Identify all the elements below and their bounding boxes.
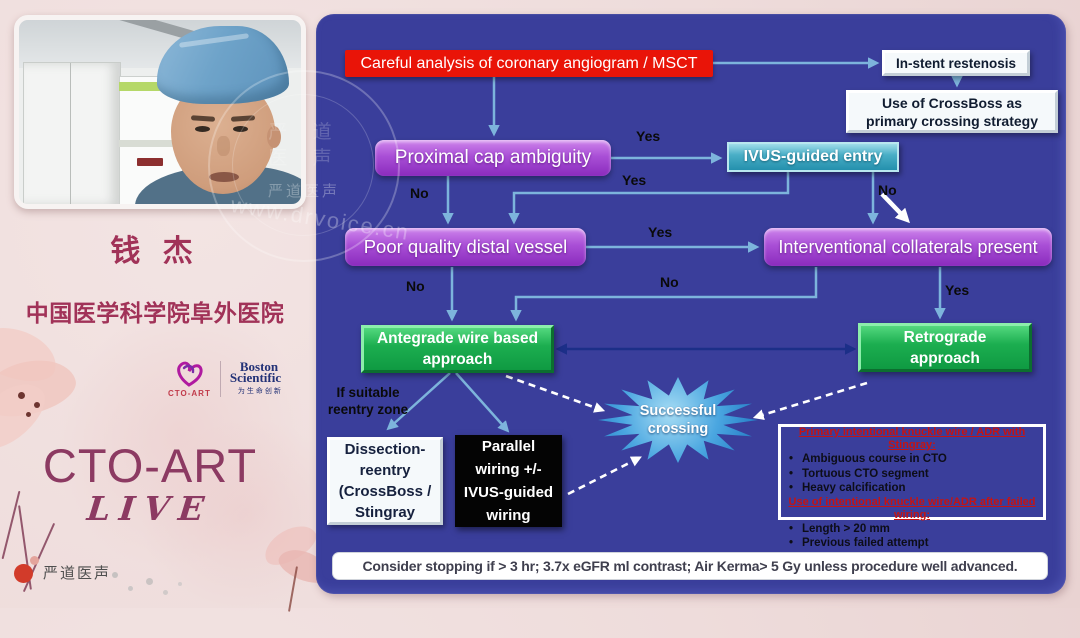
boston-tagline: 为生命创新 [237, 388, 283, 395]
edge-label-yes: Yes [945, 282, 970, 298]
presenter-ear [267, 126, 281, 148]
node-ivus-label: IVUS-guided entry [743, 148, 883, 165]
criteria-item: Tortuous CTO segment [785, 467, 1039, 482]
surgical-cap [157, 26, 289, 104]
footer-note-text: Consider stopping if > 3 hr; 3.7x eGFR m… [362, 558, 1018, 574]
boston-logo-line1: Boston [239, 359, 279, 374]
node-success-label: Successful crossing [639, 403, 717, 437]
criteria-item: Ambiguous course in CTO [785, 452, 1039, 467]
gray-dot [112, 572, 118, 578]
event-title: CTO-ART [42, 439, 258, 492]
node-crossboss-strategy: Use of CrossBoss as primary crossing str… [846, 90, 1058, 133]
criteria-heading-failed-wiring: Use of intentional knuckle wire/ADR afte… [788, 495, 1036, 521]
edge-label-no: No [406, 278, 425, 294]
presenter-affiliation: 中国医学科学院阜外医院 [25, 300, 285, 326]
criteria-box-frame [778, 424, 1046, 520]
flower-stamen [18, 392, 25, 399]
node-retrograde-approach: Retrograde approach [858, 323, 1032, 372]
media-logo-icon-small [30, 556, 39, 565]
presenter-video [14, 15, 306, 209]
presenter-nose [217, 136, 230, 156]
edge-label-no: No [878, 182, 897, 198]
video-cabinet [23, 62, 121, 204]
node-dissection-label: Dissection-reentry (CrossBoss / Stingray [338, 441, 432, 521]
event-subtitle: LIVE [85, 489, 215, 528]
video-device-display [137, 158, 163, 166]
success-starburst [598, 377, 758, 463]
gray-dot [146, 578, 153, 585]
flowchart-panel: Careful analysis of coronary angiogram /… [316, 14, 1066, 594]
node-ivus-guided-entry: IVUS-guided entry [727, 142, 899, 172]
node-poor-distal-vessel: Poor quality distal vessel [345, 228, 586, 266]
gray-dot [178, 582, 182, 586]
video-cabinet-strip [119, 140, 181, 147]
criteria-box: Primary intentional knuckle wire / ADR w… [778, 424, 1046, 551]
edge-label-yes: Yes [648, 224, 673, 240]
media-logo-icon [14, 564, 33, 583]
criteria-heading-primary: Primary intentional knuckle wire / ADR w… [798, 426, 1026, 451]
node-collaterals-label: Interventional collaterals present [778, 236, 1038, 257]
criteria-item: Heavy calcification [785, 481, 1039, 496]
node-parallel-wiring: Parallel wiring +/- IVUS-guided wiring [455, 435, 562, 527]
node-proximal-label: Proximal cap ambiguity [394, 147, 592, 168]
node-poor-distal-label: Poor quality distal vessel [363, 236, 568, 257]
cto-art-logo: CTO-ART [168, 360, 211, 398]
criteria-item: Previous failed attempt [785, 536, 1039, 551]
boston-scientific-logo: Boston Scientific 为生命创新 [229, 359, 283, 397]
screen: { "presenter": { "name": "钱 杰", "affilia… [0, 0, 1080, 608]
edge-label-reentry-condition: If suitable reentry zone [327, 385, 409, 417]
flower-stamen [26, 412, 31, 417]
node-in-stent-restenosis: In-stent restenosis [882, 50, 1030, 76]
gray-dot [163, 590, 168, 595]
node-successful-crossing: Successful crossing [598, 377, 758, 463]
gray-dot [128, 586, 133, 591]
presenter-eye [195, 126, 210, 132]
boston-logo-line2: Scientific [229, 370, 282, 385]
node-retrograde-label: Retrograde approach [903, 328, 987, 367]
presenter-name: 钱 杰 [110, 235, 200, 268]
criteria-item: Length > 20 mm [785, 522, 1039, 537]
node-parallel-label: Parallel wiring +/- IVUS-guided wiring [463, 438, 554, 524]
flower-stamen [34, 402, 40, 408]
node-dissection-reentry: Dissection-reentry (CrossBoss / Stingray [327, 437, 443, 525]
edge-label-no: No [660, 274, 679, 290]
node-in-stent-label: In-stent restenosis [895, 55, 1017, 71]
presenter-eye [233, 126, 248, 132]
footer-note-bar: Consider stopping if > 3 hr; 3.7x eGFR m… [332, 552, 1048, 580]
presenter-mouth [209, 172, 239, 182]
cto-art-logo-label: CTO-ART [168, 389, 211, 398]
edge-label-yes: Yes [622, 172, 647, 188]
node-antegrade-label: Antegrade wire based approach [376, 330, 539, 368]
node-analysis: Careful analysis of coronary angiogram /… [345, 50, 713, 77]
node-interventional-collaterals: Interventional collaterals present [764, 228, 1052, 266]
edge-label-yes: Yes [636, 128, 661, 144]
cto-art-heart-icon [177, 361, 203, 387]
flowchart-arrows [386, 57, 963, 496]
edge-label-no: No [410, 185, 429, 201]
sponsor-logo-row: CTO-ART Boston Scientific 为生命创新 [168, 360, 283, 398]
node-crossboss-label: Use of CrossBoss as primary crossing str… [866, 94, 1038, 129]
node-antegrade-approach: Antegrade wire based approach [361, 325, 554, 373]
video-cabinet-strip [119, 82, 181, 91]
media-logo: 严道医声 [14, 556, 111, 583]
node-proximal-cap-ambiguity: Proximal cap ambiguity [375, 140, 611, 176]
node-analysis-label: Careful analysis of coronary angiogram /… [360, 54, 698, 72]
logo-divider [219, 361, 221, 397]
media-logo-label: 严道医声 [43, 565, 112, 582]
